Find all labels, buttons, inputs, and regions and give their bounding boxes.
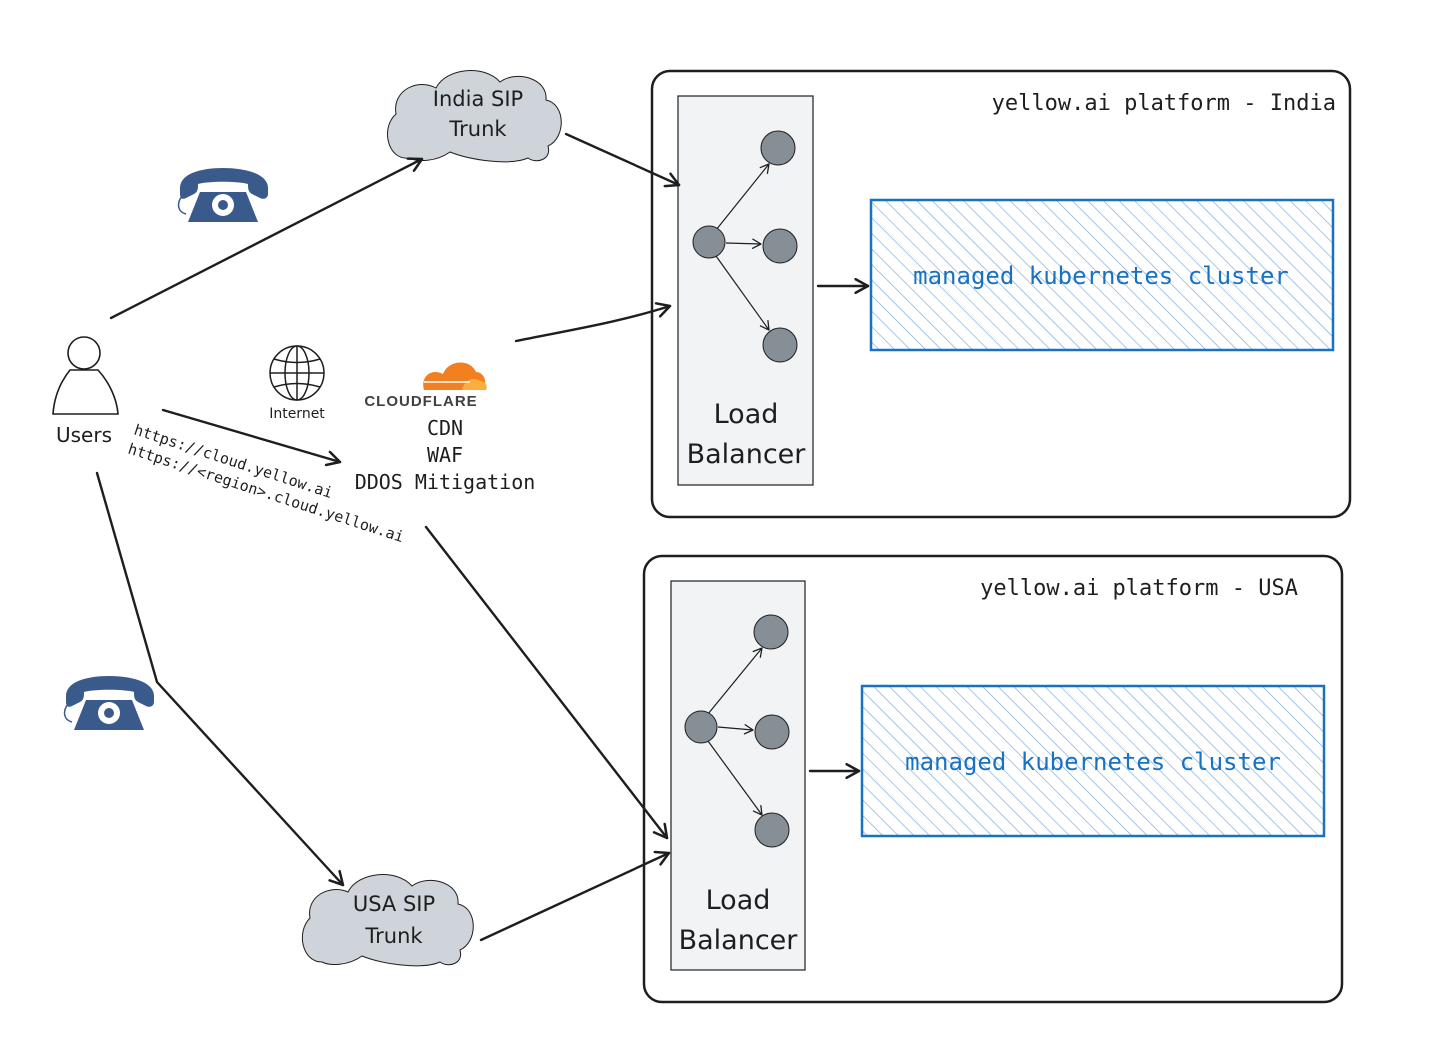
telephone-icon: [63, 676, 154, 730]
telephone-icon: [177, 168, 268, 222]
lb-node: [692, 225, 726, 259]
usa-cluster-label: managed kubernetes cluster: [905, 748, 1281, 776]
cloud-icon: [387, 70, 562, 163]
internet-node: Internet: [269, 345, 325, 422]
users-label: Users: [56, 423, 112, 447]
users-node: Users: [52, 336, 119, 447]
usa-lb-label-1: Load: [706, 885, 771, 916]
lb-node: [754, 714, 790, 750]
india-k8s-cluster: managed kubernetes cluster: [869, 198, 1335, 352]
cloudflare-logo-icon: CLOUDFLARE: [364, 362, 487, 410]
service-ddos: DDOS Mitigation: [355, 470, 536, 494]
service-waf: WAF: [427, 443, 463, 467]
cloudflare-wordmark: CLOUDFLARE: [364, 393, 477, 410]
usa-platform: yellow.ai platform - USA Load Balancer m…: [642, 554, 1344, 1004]
lb-node: [684, 710, 718, 744]
connectors: [95, 132, 679, 942]
arrow-cloudflare-to-india-lb: [514, 306, 670, 343]
india-lb-label-1: Load: [714, 399, 779, 430]
user-icon: [52, 336, 119, 415]
lb-node: [754, 812, 790, 848]
cloudflare-node: CLOUDFLARE CDN WAF DDOS Mitigation: [355, 362, 536, 494]
internet-label: Internet: [269, 406, 325, 422]
arrow-cloudflare-to-usa-lb: [424, 525, 667, 838]
lb-node: [753, 614, 789, 650]
arrow-usa-sip-to-lb: [479, 853, 669, 942]
usa-lb-label-2: Balancer: [679, 925, 799, 956]
usa-sip-label-1: USA SIP: [353, 892, 435, 916]
service-cdn: CDN: [427, 416, 463, 440]
arrow-users-to-cloudflare: [161, 408, 340, 462]
lb-node: [762, 327, 798, 363]
arrow-users-to-india-sip: [109, 159, 422, 320]
usa-platform-title: yellow.ai platform - USA: [980, 576, 1298, 601]
usa-load-balancer: Load Balancer: [670, 580, 806, 971]
india-load-balancer: Load Balancer: [677, 95, 814, 486]
india-sip-label-2: Trunk: [448, 117, 507, 141]
usa-k8s-cluster: managed kubernetes cluster: [860, 684, 1326, 838]
globe-icon: [269, 345, 325, 401]
india-sip-label-1: India SIP: [433, 87, 523, 111]
india-sip-trunk: India SIP Trunk: [387, 70, 562, 163]
lb-node: [760, 130, 796, 166]
india-lb-label-2: Balancer: [687, 439, 807, 470]
lb-node: [762, 228, 798, 264]
arrow-india-sip-to-lb: [564, 132, 679, 185]
arrow-users-to-usa-sip: [95, 471, 343, 885]
usa-sip-trunk: USA SIP Trunk: [301, 874, 474, 967]
usa-sip-label-2: Trunk: [364, 924, 423, 948]
india-platform-title: yellow.ai platform - India: [992, 91, 1336, 116]
cloud-icon: [301, 874, 474, 967]
india-platform: yellow.ai platform - India Load Balancer…: [650, 69, 1352, 519]
india-cluster-label: managed kubernetes cluster: [913, 262, 1289, 290]
